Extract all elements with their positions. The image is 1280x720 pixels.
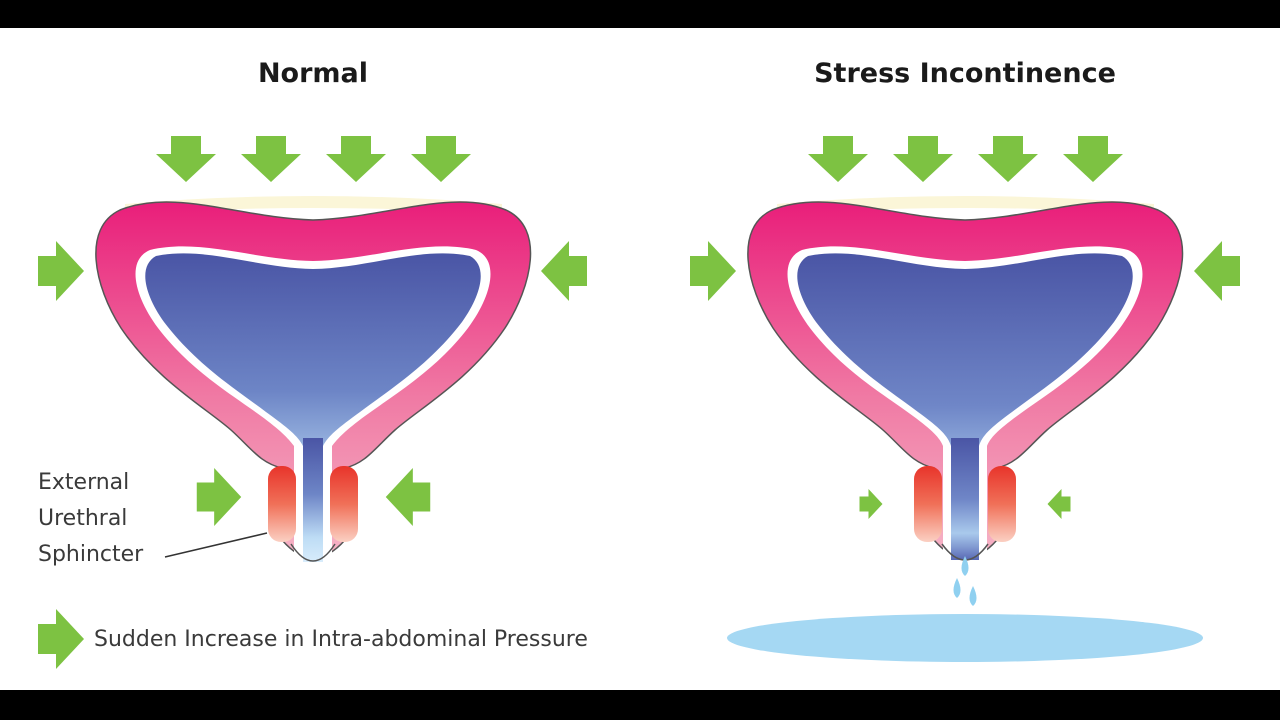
- pressure-arrow-icon: [385, 468, 431, 526]
- urine: [797, 253, 1133, 558]
- stress-incontinence-title: Stress Incontinence: [814, 58, 1116, 89]
- pressure-arrow-icon: [690, 241, 736, 301]
- diagram-artwork: [38, 136, 1240, 669]
- pressure-arrow-icon: [411, 136, 471, 182]
- pressure-arrow-icon: [541, 241, 587, 301]
- sphincter-label-line: External: [38, 470, 130, 495]
- sphincter-right: [330, 466, 358, 542]
- normal-bladder: [95, 196, 532, 562]
- stress-bladder: [747, 196, 1184, 561]
- pressure-arrow-icon: [241, 136, 301, 182]
- pressure-arrow-icon: [38, 241, 84, 301]
- legend-text: Sudden Increase in Intra-abdominal Press…: [94, 627, 588, 652]
- pressure-arrow-icon: [1063, 136, 1123, 182]
- droplet-icon: [961, 556, 969, 576]
- sphincter-label-line: Sphincter: [38, 542, 144, 567]
- pressure-arrow-icon: [326, 136, 386, 182]
- droplet-icon: [953, 578, 961, 598]
- pressure-arrow-icon: [1047, 489, 1071, 519]
- pressure-arrow-icon: [1194, 241, 1240, 301]
- pressure-arrow-icon: [893, 136, 953, 182]
- pressure-arrow-icon: [859, 489, 883, 519]
- pressure-arrow-icon: [808, 136, 868, 182]
- sphincter-left: [914, 466, 942, 542]
- urine: [145, 253, 481, 560]
- urine-puddle: [727, 614, 1203, 662]
- sphincter-label-line: Urethral: [38, 506, 128, 531]
- pressure-arrow-icon: [156, 136, 216, 182]
- legend-arrow-icon: [38, 609, 84, 669]
- droplet-icon: [969, 586, 977, 606]
- sphincter-right: [988, 466, 1016, 542]
- pressure-arrow-icon: [196, 468, 242, 526]
- normal-title: Normal: [257, 58, 369, 89]
- pressure-arrow-icon: [978, 136, 1038, 182]
- sphincter-leader-line: [164, 532, 268, 558]
- diagram-canvas: Normal Stress Incontinence: [0, 28, 1280, 690]
- sphincter-label: External Urethral Sphincter: [38, 465, 143, 573]
- sphincter-left: [268, 466, 296, 542]
